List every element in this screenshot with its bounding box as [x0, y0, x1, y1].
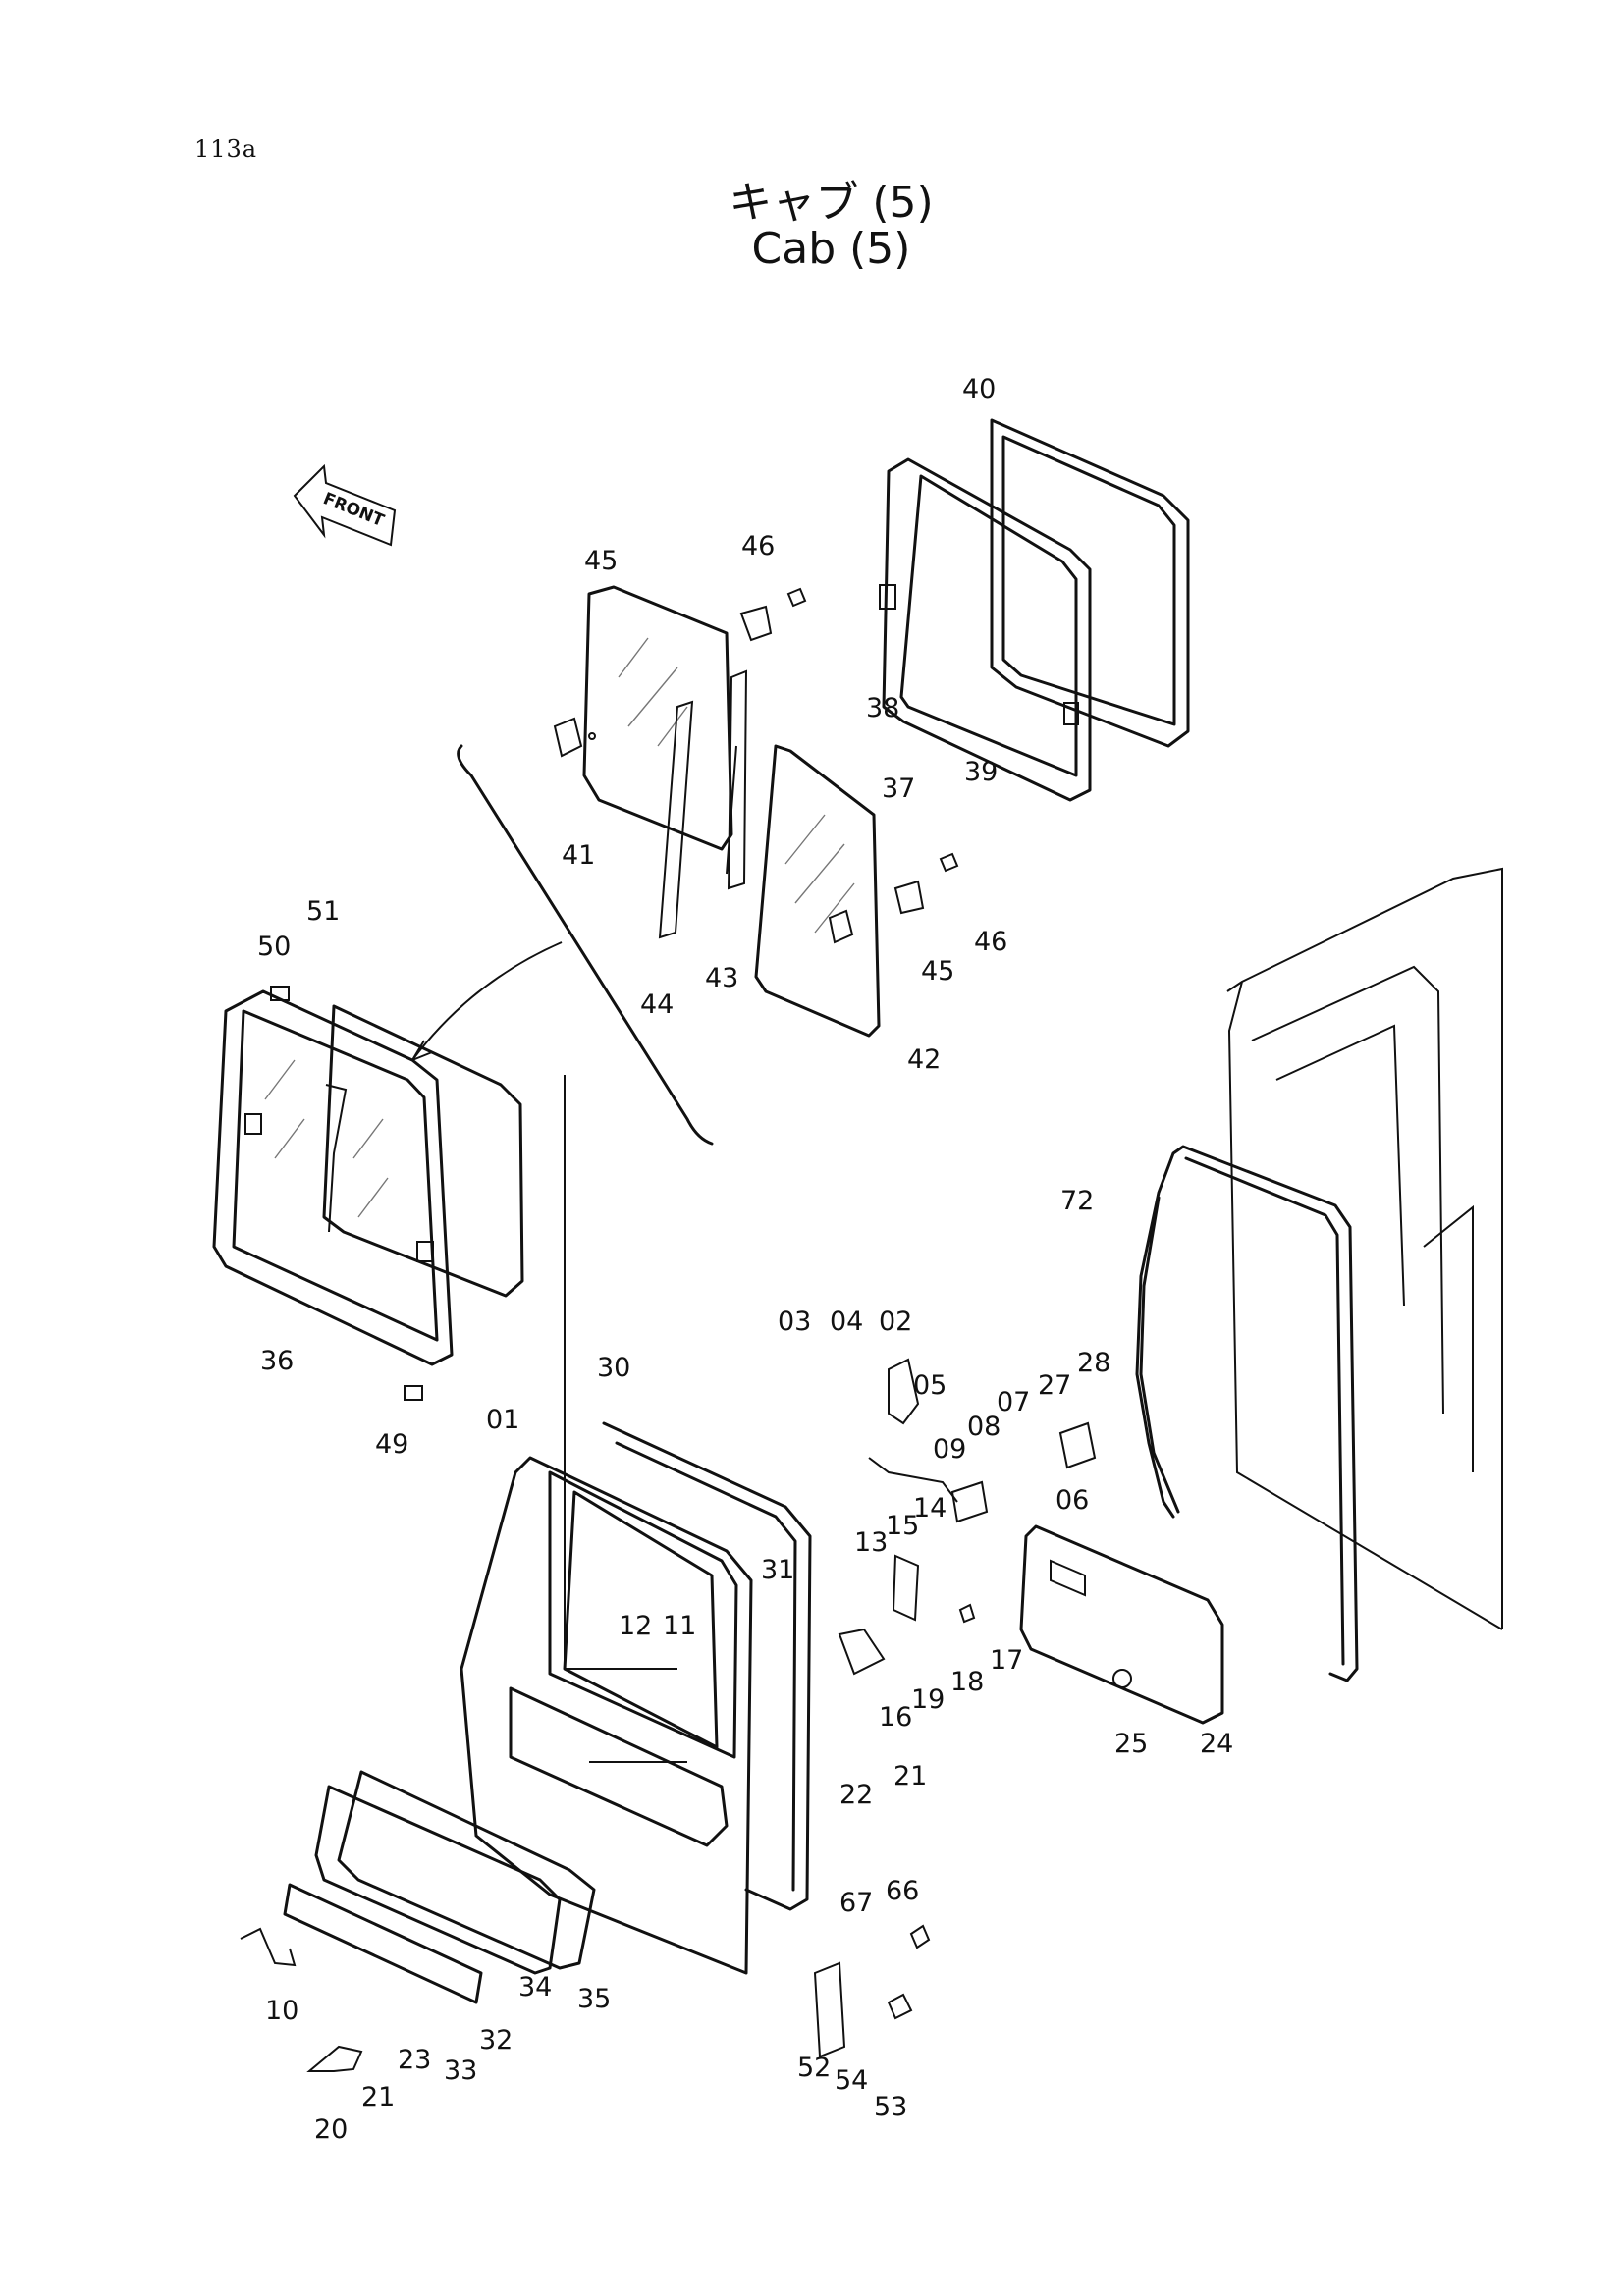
callout-17: 17 [990, 1645, 1023, 1676]
latch-45-top [739, 605, 773, 642]
callout-46-top: 46 [741, 531, 775, 561]
callout-06: 06 [1055, 1485, 1089, 1516]
callout-12: 12 [619, 1611, 652, 1641]
sliding-window-36 [212, 989, 524, 1366]
callout-04: 04 [830, 1307, 863, 1337]
callout-09: 09 [933, 1434, 966, 1465]
callout-53: 53 [874, 2092, 907, 2122]
title-english: Cab (5) [751, 224, 911, 274]
callout-13: 13 [854, 1527, 888, 1558]
callout-05: 05 [913, 1370, 947, 1401]
callout-66: 66 [886, 1876, 919, 1906]
bolt-66 [909, 1924, 931, 1949]
stopper-49 [404, 1385, 423, 1401]
door-seal-72 [1135, 1145, 1359, 1682]
callout-38: 38 [866, 693, 899, 723]
callout-28: 28 [1077, 1348, 1110, 1378]
callout-45-bottom: 45 [921, 956, 954, 987]
callout-52: 52 [797, 2053, 831, 2083]
handle-16 [838, 1628, 886, 1676]
callout-36: 36 [260, 1346, 294, 1376]
page-number: 113a [194, 135, 258, 163]
assembly-curve [457, 744, 714, 1146]
callout-31: 31 [761, 1555, 794, 1585]
front-arrow-icon: FRONT [293, 463, 397, 547]
callout-14: 14 [913, 1493, 947, 1523]
panel-32 [283, 1883, 483, 2004]
callout-42: 42 [907, 1044, 941, 1075]
callout-07: 07 [997, 1387, 1030, 1417]
callout-37: 37 [882, 774, 915, 804]
latch-27 [1058, 1421, 1097, 1469]
lock-02 [888, 1358, 920, 1425]
callout-21-lower: 21 [361, 2082, 395, 2112]
knob-25 [1112, 1669, 1132, 1688]
callout-51: 51 [306, 896, 340, 927]
callout-40: 40 [962, 374, 996, 404]
callout-01: 01 [486, 1405, 519, 1435]
lower-glass-34 [314, 1770, 596, 1975]
bolt-53 [887, 1993, 913, 2020]
callout-45-top: 45 [584, 546, 618, 576]
callout-34: 34 [518, 1972, 552, 2002]
striker-06 [950, 1480, 989, 1523]
callout-16: 16 [879, 1702, 912, 1733]
callout-32: 32 [479, 2025, 513, 2056]
callout-23: 23 [398, 2045, 431, 2075]
callout-15: 15 [886, 1511, 919, 1541]
callout-54: 54 [835, 2065, 868, 2096]
guide-rail-43 [726, 669, 748, 890]
handle-pocket-24 [1050, 1559, 1086, 1597]
latch-45-bottom [893, 880, 925, 915]
sash-frame-37 [879, 418, 1190, 802]
callout-03: 03 [778, 1307, 811, 1337]
rod-05 [868, 1457, 958, 1503]
callout-19: 19 [911, 1684, 945, 1715]
callout-02: 02 [879, 1307, 912, 1337]
callout-67: 67 [839, 1888, 873, 1918]
handle-10 [240, 1927, 297, 1967]
glass-panel-41 [553, 585, 733, 851]
callout-33: 33 [444, 2056, 477, 2086]
callout-21-upper: 21 [893, 1761, 927, 1791]
title-japanese: キャブ (5) [729, 178, 934, 228]
callout-44: 44 [640, 989, 674, 1020]
glass-panel-42 [754, 744, 881, 1038]
callout-72: 72 [1060, 1186, 1094, 1216]
door-assembly-01 [460, 1075, 812, 1975]
front-label: FRONT [320, 489, 387, 531]
hinge-52 [813, 1961, 846, 2058]
callout-11: 11 [663, 1611, 696, 1641]
callout-46-bottom: 46 [974, 927, 1007, 957]
callout-27: 27 [1038, 1370, 1071, 1401]
stopper-50 [270, 986, 290, 1001]
trim-panel-24 [1019, 1524, 1224, 1725]
callout-49: 49 [375, 1429, 408, 1460]
callout-43: 43 [705, 963, 738, 993]
callout-10: 10 [265, 1996, 298, 2026]
callout-35: 35 [577, 1984, 611, 2014]
callout-18: 18 [950, 1667, 984, 1697]
bolt-46-top [786, 587, 807, 608]
callout-30: 30 [597, 1353, 630, 1383]
callout-39: 39 [964, 757, 998, 787]
callout-25: 25 [1114, 1729, 1148, 1759]
felt-strip-44 [658, 700, 694, 939]
callout-50: 50 [257, 932, 291, 962]
callout-22: 22 [839, 1780, 873, 1810]
assembly-arrow [411, 941, 563, 1061]
callout-08: 08 [967, 1412, 1001, 1442]
callout-20: 20 [314, 2114, 348, 2145]
cab-body [1226, 867, 1503, 1630]
bolt-17 [958, 1603, 976, 1624]
bolt-46-bottom [939, 852, 959, 873]
callout-24: 24 [1200, 1729, 1233, 1759]
bracket-13 [892, 1554, 920, 1622]
handle-20 [306, 2045, 363, 2072]
callout-41: 41 [562, 840, 595, 871]
